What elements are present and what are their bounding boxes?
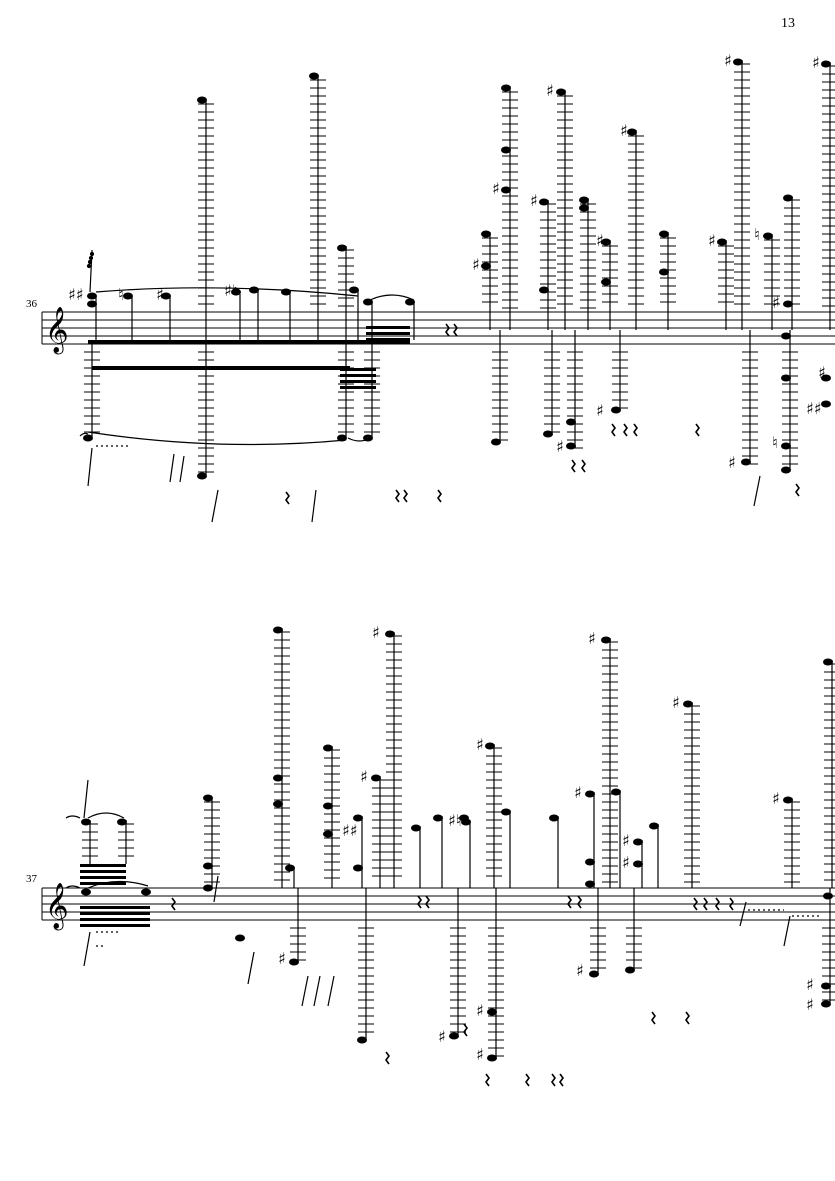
ledger-lines-lower-system-1: [84, 351, 798, 473]
svg-text:♮: ♮: [772, 433, 778, 452]
stems-up-system-2: [89, 628, 833, 888]
svg-text:♯: ♯: [438, 1027, 446, 1046]
svg-text:♯: ♯: [622, 853, 630, 872]
noteheads-upper-system-2: [81, 626, 833, 900]
svg-text:♯: ♯: [818, 363, 826, 382]
accidentals-system-2: ♯♯ ♯ ♯ ♯♮ ♯ ♯ ♯ ♯ ♯ ♯ ♯ ♯ ♯ ♯ ♯ ♯ ♯ ♯: [278, 623, 814, 1064]
svg-text:♯: ♯: [360, 767, 368, 786]
measure-number-37: 37: [26, 873, 37, 885]
svg-text:♯: ♯: [556, 437, 564, 456]
svg-text:♯♮: ♯♮: [224, 281, 237, 300]
svg-text:♯: ♯: [620, 121, 628, 140]
grace-flourishes-system-2: [83, 779, 820, 1007]
svg-text:♯: ♯: [156, 285, 164, 304]
stems-down-system-2: [297, 888, 831, 1058]
ledger-lines-upper-system-1: [198, 63, 835, 309]
svg-text:♯: ♯: [596, 401, 604, 420]
noteheads-upper-system-1: [87, 58, 831, 308]
svg-text:♯♮: ♯♮: [448, 811, 461, 830]
svg-text:♯♯: ♯♯: [806, 399, 821, 418]
svg-text:♯: ♯: [372, 623, 380, 642]
svg-text:♮: ♮: [118, 285, 124, 304]
svg-text:♯: ♯: [622, 831, 630, 850]
svg-text:♯♯: ♯♯: [342, 821, 357, 840]
svg-text:♮: ♮: [754, 225, 760, 244]
svg-text:♯: ♯: [806, 975, 814, 994]
svg-text:♯: ♯: [772, 789, 780, 808]
svg-text:♯: ♯: [278, 949, 286, 968]
noteheads-lower-system-1: [83, 332, 831, 480]
beams-system-1: [88, 326, 410, 389]
treble-clef-icon: 𝄞: [45, 883, 69, 931]
slurs-system-2: [65, 812, 149, 889]
grace-flourishes-system-1: [86, 249, 761, 523]
svg-text:♯: ♯: [596, 231, 604, 250]
svg-text:♯: ♯: [472, 255, 480, 274]
page-number: 13: [781, 16, 795, 31]
svg-text:♯: ♯: [546, 81, 554, 100]
svg-text:♯: ♯: [476, 1001, 484, 1020]
svg-text:♯: ♯: [728, 453, 736, 472]
svg-text:♯: ♯: [708, 231, 716, 250]
rests-system-2: [171, 895, 734, 1087]
svg-text:♯: ♯: [492, 179, 500, 198]
svg-text:♯: ♯: [476, 1045, 484, 1064]
staff-system-1: [41, 311, 835, 345]
svg-text:♯: ♯: [574, 783, 582, 802]
ledger-lines-lower-system-2: [290, 927, 835, 1057]
svg-text:♯: ♯: [806, 995, 814, 1014]
svg-text:♯: ♯: [772, 293, 780, 312]
stems-down-system-1: [91, 330, 791, 476]
svg-text:♯: ♯: [530, 191, 538, 210]
accidentals-system-1: ♯♯ ♮ ♯ ♯♮ ♯ ♯ ♯ ♯ ♯ ♯ ♯ ♯ ♮ ♯ ♯ ♯ ♯ ♯ ♯♯…: [68, 51, 826, 472]
svg-text:♯: ♯: [724, 51, 732, 70]
svg-text:♯: ♯: [588, 629, 596, 648]
rests-system-1: [285, 323, 800, 505]
measure-number-36: 36: [26, 298, 37, 310]
noteheads-lower-system-2: [235, 934, 831, 1062]
svg-text:♯: ♯: [476, 735, 484, 754]
treble-clef-icon: 𝄞: [45, 307, 69, 355]
svg-text:♯♯: ♯♯: [68, 285, 83, 304]
svg-text:♯: ♯: [672, 693, 680, 712]
svg-text:♯: ♯: [576, 961, 584, 980]
ledger-lines-upper-system-2: [82, 631, 835, 883]
svg-text:♯: ♯: [812, 53, 820, 72]
staff-system-2: [41, 887, 835, 921]
